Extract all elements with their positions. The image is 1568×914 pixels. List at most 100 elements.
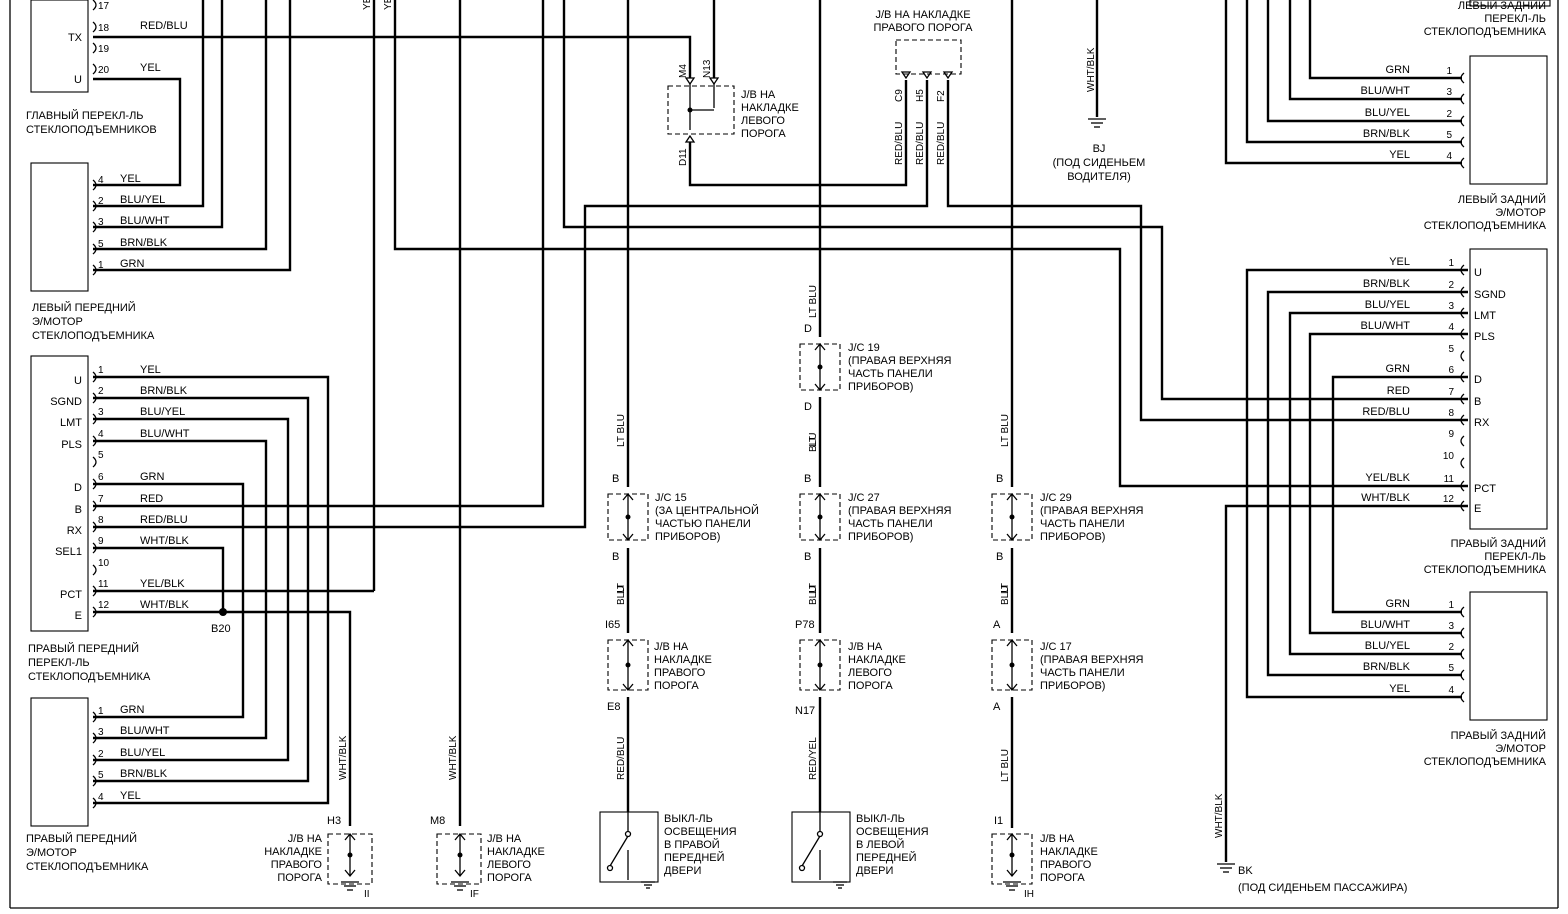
- pin-mark: [92, 732, 97, 744]
- pin-id: A: [993, 701, 1001, 713]
- ground-id: IH: [1024, 889, 1034, 900]
- pin-mark: [92, 435, 97, 447]
- wire-color: RED: [140, 493, 163, 505]
- pin-number: 5: [98, 450, 104, 461]
- pin-number: 5: [98, 239, 104, 250]
- wire-color: WHT/BLK: [338, 735, 349, 780]
- wire-color: LT BLU: [616, 414, 627, 447]
- wire-color: YEL/BLK: [140, 578, 185, 590]
- pin-mark: [1460, 500, 1465, 512]
- pin-name: PCT: [60, 589, 82, 601]
- pin-mark: [92, 21, 97, 33]
- pin-number: 6: [98, 472, 104, 483]
- pin-id: D11: [678, 148, 689, 166]
- pin-id: H3: [327, 815, 341, 827]
- pin-mark: [1460, 286, 1465, 298]
- pin-name: RX: [67, 525, 83, 537]
- wire-color: BLU/YEL: [120, 194, 165, 206]
- pin-number: 4: [1448, 322, 1454, 333]
- junction-dot: [625, 662, 631, 668]
- wire-color: RED/BLU: [140, 20, 188, 32]
- pin-id: B: [804, 551, 811, 563]
- pin-id: B: [612, 551, 619, 563]
- pin-number: 19: [98, 44, 110, 55]
- junction-dot: [1009, 662, 1015, 668]
- wire-color: LT: [616, 583, 627, 594]
- pin-number: 1: [1448, 600, 1454, 611]
- pin-id: B: [612, 473, 619, 485]
- pin-mark: [1460, 328, 1465, 340]
- wire-color: RED/YEL: [808, 737, 819, 780]
- pin-mark: [92, 221, 97, 233]
- door-switch-left-box: [791, 811, 851, 883]
- pin-number: 2: [1446, 109, 1452, 120]
- pin-mark: [92, 42, 97, 54]
- pin-mark: [92, 775, 97, 787]
- pin-mark: [1460, 457, 1465, 469]
- ground-if: [451, 881, 469, 891]
- wire-color: YEL: [1389, 683, 1410, 695]
- wire-color: BLU/YEL: [1365, 107, 1410, 119]
- pin-number: 5: [98, 770, 104, 781]
- wire-color: BLU/YEL: [140, 406, 185, 418]
- wire-color: GRN: [120, 704, 145, 716]
- wire-color: WHT/BLK: [140, 599, 190, 611]
- wire-color: GRN: [1386, 598, 1411, 610]
- wire-color: BRN/BLK: [120, 768, 168, 780]
- wire-color: RED: [1387, 385, 1410, 397]
- door-switch-right-box: [599, 811, 659, 883]
- pin-name: SEL1: [55, 546, 82, 558]
- pin-number: 7: [98, 494, 104, 505]
- wire-color: YEL: [140, 364, 161, 376]
- wire-color: YEL: [140, 62, 161, 74]
- wire-color: BLU/YEL: [120, 747, 165, 759]
- pin-mark: [1460, 414, 1465, 426]
- pin-name: SGND: [1474, 289, 1506, 301]
- ground-symbols: [219, 118, 1235, 891]
- pin-number: 18: [98, 23, 110, 34]
- pin-number: 1: [1448, 258, 1454, 269]
- wire-color: BRN/BLK: [1363, 128, 1411, 140]
- pin-number: 3: [98, 407, 104, 418]
- pin-number: 2: [98, 386, 104, 397]
- pin-name: B: [75, 504, 82, 516]
- wire-color: LT BLU: [1000, 414, 1011, 447]
- pin-mark: [1460, 669, 1465, 681]
- ground-ih: [1003, 881, 1021, 891]
- pin-id: D: [804, 401, 812, 413]
- junction-dot: [347, 852, 353, 858]
- wire-color: RED/BLU: [915, 122, 926, 165]
- pin-id: M4: [678, 64, 689, 78]
- pin-number: 10: [98, 558, 110, 569]
- pin-mark: [1460, 371, 1465, 383]
- pin-mark: [92, 243, 97, 255]
- pin-mark: [1460, 691, 1465, 703]
- pin-name: U: [74, 375, 82, 387]
- pin-name: D: [74, 482, 82, 494]
- pin-mark: [92, 711, 97, 723]
- pin-mark: [92, 754, 97, 766]
- wire-color: BLU: [808, 433, 819, 452]
- wire-color: BRN/BLK: [140, 385, 188, 397]
- pin-number: 1: [1446, 66, 1452, 77]
- pin-id: C9: [894, 89, 905, 102]
- jb-right-sill-top: [895, 39, 962, 75]
- pin-name: PLS: [61, 439, 82, 451]
- component-boxes: [30, 0, 1551, 827]
- pin-mark: [1460, 480, 1465, 492]
- pin-mark: [1460, 435, 1465, 447]
- pin-id: M8: [430, 815, 445, 827]
